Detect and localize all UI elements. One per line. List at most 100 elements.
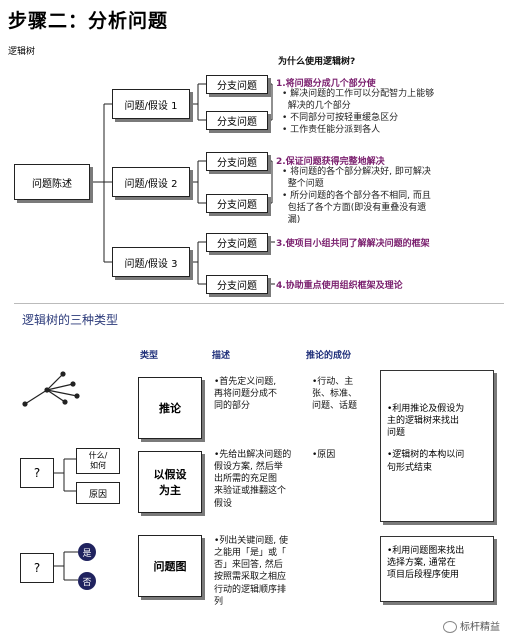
branch-box: 分支问题: [206, 152, 268, 171]
element-line: 张、标准、: [312, 389, 358, 400]
col-header-elements: 推论的成份: [306, 351, 352, 361]
usage-box-1: •利用推论及假设为 主的逻辑树来找出 问题 •逻辑树的本构以问 句形式结束: [380, 370, 494, 522]
how-label: 如何: [90, 461, 106, 470]
no-circle: 否: [78, 572, 96, 590]
branch-box: 分支问题: [206, 233, 268, 252]
bullet-line: • 工作责任能分派到各人: [282, 124, 381, 135]
bullet-line: 漏): [282, 214, 301, 225]
desc-line: 再将问题分成不: [214, 389, 278, 400]
branch-box: 分支问题: [206, 75, 268, 94]
desc-line: 行动的逻辑顺序排: [214, 584, 287, 595]
desc-line: 假设: [214, 498, 233, 509]
hypothesis-box-1: 问题/假设 1: [112, 89, 190, 119]
desc-line: •先给出解决问题的: [214, 450, 292, 460]
desc-hypothesis: •先给出解决问题的 假设方案, 然后举 出所需的充足图 来验证或推翻这个 假设: [214, 449, 291, 510]
reason-1-bullets: • 解决问题的工作可以分配智力上能够 解决的几个部分 • 不同部分可按轻重缓急区…: [282, 89, 434, 137]
usage-box-2: •利用问题图来找出 选择方案, 通常在 项目后段程序使用: [380, 536, 494, 602]
usage-line: 句形式结束: [387, 462, 433, 473]
hypothesis-box-2: 问题/假设 2: [112, 167, 190, 197]
usage-line: •逻辑树的本构以问: [387, 450, 465, 461]
branch-label: 分支问题: [217, 81, 257, 92]
what-how-box: 什么/ 如何: [76, 448, 120, 474]
desc-line: 假设方案, 然后举: [214, 462, 283, 473]
type-name: 为主: [159, 484, 181, 497]
watermark: 标杆精益: [443, 618, 500, 633]
bullet-line: 解决的几个部分: [282, 100, 351, 111]
desc-line: •列出关键问题, 使: [214, 536, 289, 546]
branch-label: 分支问题: [217, 117, 257, 128]
type-box-deduction: 推论: [138, 377, 202, 439]
desc-line: 来验证或推翻这个: [214, 486, 287, 497]
desc-line: 出所需的充足图: [214, 474, 278, 485]
type-name: 推论: [159, 402, 181, 415]
desc-line: 否」来回答, 然后: [214, 560, 283, 571]
bullet-line: 整个问题: [282, 178, 324, 189]
usage-line: 项目后段程序使用: [387, 570, 460, 581]
element-line: 问题、话题: [312, 401, 358, 412]
usage-line: 问题: [387, 428, 406, 439]
section-divider: [14, 303, 504, 304]
desc-line: 之能用「是」或「: [214, 548, 287, 559]
page-title: 步骤二：分析问题: [8, 10, 169, 32]
subtitle: 逻辑树: [8, 47, 36, 57]
reason-4-title: 4.协助重点使用组织框架及理论: [276, 281, 403, 291]
branch-box: 分支问题: [206, 111, 268, 130]
branch-box: 分支问题: [206, 275, 268, 294]
col-header-type: 类型: [140, 351, 159, 361]
bullet-line: • 不同部分可按轻重缓急区分: [282, 112, 399, 123]
hypothesis-label: 问题/假设 3: [124, 258, 178, 270]
tree-sketch-icon: [22, 371, 80, 407]
branch-label: 分支问题: [217, 281, 257, 292]
usage-line: •利用问题图来找出: [387, 546, 465, 556]
branch-box: 分支问题: [206, 194, 268, 213]
watermark-text: 标杆精益: [460, 622, 500, 633]
desc-line: 按照需采取之相应: [214, 572, 287, 583]
q-mark: ?: [33, 466, 41, 480]
desc-line: •首先定义问题,: [214, 377, 277, 387]
question-mark-box: ?: [20, 458, 54, 488]
types-heading: 逻辑树的三种类型: [22, 313, 119, 327]
hyp-connector: [54, 458, 76, 492]
yes-label: 是: [82, 548, 92, 559]
why-heading: 为什么使用逻辑树?: [278, 57, 356, 67]
usage-line: 选择方案, 通常在: [387, 558, 456, 569]
usage-line: •利用推论及假设为: [387, 404, 465, 414]
wechat-icon: [443, 621, 457, 633]
branch-label: 分支问题: [217, 200, 257, 211]
q-mark: ?: [33, 561, 41, 575]
root-label: 问题陈述: [32, 178, 72, 190]
hypothesis-label: 问题/假设 1: [124, 100, 178, 112]
root-problem-box: 问题陈述: [14, 164, 90, 200]
reason-2-title: 2.保证问题获得完整地解决: [276, 157, 385, 167]
type-box-hypothesis: 以假设 为主: [138, 451, 202, 513]
bullet-line: • 解决问题的工作可以分配智力上能够: [282, 89, 435, 99]
reason-1-title: 1.将问题分成几个部分使: [276, 79, 376, 89]
type-box-issue-tree: 问题图: [138, 535, 202, 597]
usage-line: [387, 439, 487, 449]
branch-label: 分支问题: [217, 239, 257, 250]
no-label: 否: [82, 577, 92, 588]
branch-label: 分支问题: [217, 158, 257, 169]
reason-2-bullets: • 将问题的各个部分解决好, 即可解决 整个问题 • 所分问题的各个部分各不相同…: [282, 167, 431, 226]
question-mark-box: ?: [20, 553, 54, 583]
element-line: •原因: [312, 450, 336, 460]
tree-connectors: [90, 83, 275, 285]
hypothesis-box-3: 问题/假设 3: [112, 247, 190, 277]
bullet-line: 包括了各个方面(即没有重叠没有遗: [282, 202, 427, 213]
elements-deduction: •行动、主 张、标准、 问题、话题: [312, 376, 357, 412]
type-name: 问题图: [153, 560, 187, 573]
hypothesis-label: 问题/假设 2: [124, 178, 178, 190]
reason-3-title: 3.使项目小组共同了解解决问题的框架: [276, 239, 430, 249]
desc-line: 同的部分: [214, 401, 251, 412]
yes-circle: 是: [78, 543, 96, 561]
bullet-line: • 所分问题的各个部分各不相同, 而且: [282, 190, 431, 201]
reason-box: 原因: [76, 482, 120, 504]
usage-line: 主的逻辑树来找出: [387, 416, 460, 427]
element-line: •行动、主: [312, 377, 354, 387]
elements-hypothesis: •原因: [312, 449, 335, 461]
desc-issue-tree: •列出关键问题, 使 之能用「是」或「 否」来回答, 然后 按照需采取之相应 行…: [214, 535, 288, 608]
desc-deduction: •首先定义问题, 再将问题分成不 同的部分: [214, 376, 277, 412]
col-header-desc: 描述: [212, 351, 231, 361]
reason-label: 原因: [88, 489, 107, 500]
desc-line: 列: [214, 596, 224, 607]
